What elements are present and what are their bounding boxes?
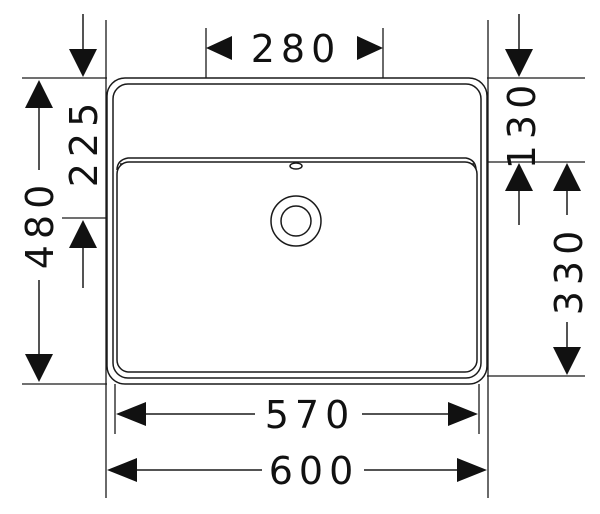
extension-lines — [22, 20, 585, 498]
basin-outline — [106, 77, 488, 385]
dim-label-570: 570 — [265, 393, 356, 437]
arrow-600-right — [457, 458, 487, 482]
arrow-280-left — [206, 36, 232, 60]
arrow-225-top — [69, 49, 97, 77]
dim-600: 600 — [107, 449, 487, 493]
dim-label-280: 280 — [251, 27, 342, 71]
arrow-130-bottom — [505, 163, 533, 191]
dim-330: 330 — [547, 163, 591, 375]
dim-label-130: 130 — [500, 79, 544, 170]
arrow-225-bottom — [69, 220, 97, 248]
arrow-570-right — [448, 402, 478, 426]
arrow-600-left — [107, 458, 137, 482]
arrow-480-bottom — [25, 354, 53, 382]
dim-label-600: 600 — [269, 449, 360, 493]
arrow-280-right — [357, 36, 383, 60]
arrow-330-top — [553, 163, 581, 191]
dim-130: 130 — [500, 14, 544, 225]
dim-280: 280 — [206, 27, 383, 71]
arrow-570-left — [116, 402, 146, 426]
drain-inner — [280, 205, 312, 237]
arrow-330-bottom — [553, 347, 581, 375]
overflow-hole — [289, 162, 303, 170]
dim-225: 225 — [62, 14, 106, 288]
arrow-130-top — [505, 49, 533, 77]
dim-label-225: 225 — [62, 97, 106, 188]
basin-bowl — [116, 161, 478, 373]
dim-570: 570 — [116, 393, 478, 437]
dim-480: 480 — [18, 80, 62, 382]
arrow-480-top — [25, 80, 53, 108]
dim-label-480: 480 — [18, 179, 62, 270]
dim-label-330: 330 — [547, 225, 591, 316]
